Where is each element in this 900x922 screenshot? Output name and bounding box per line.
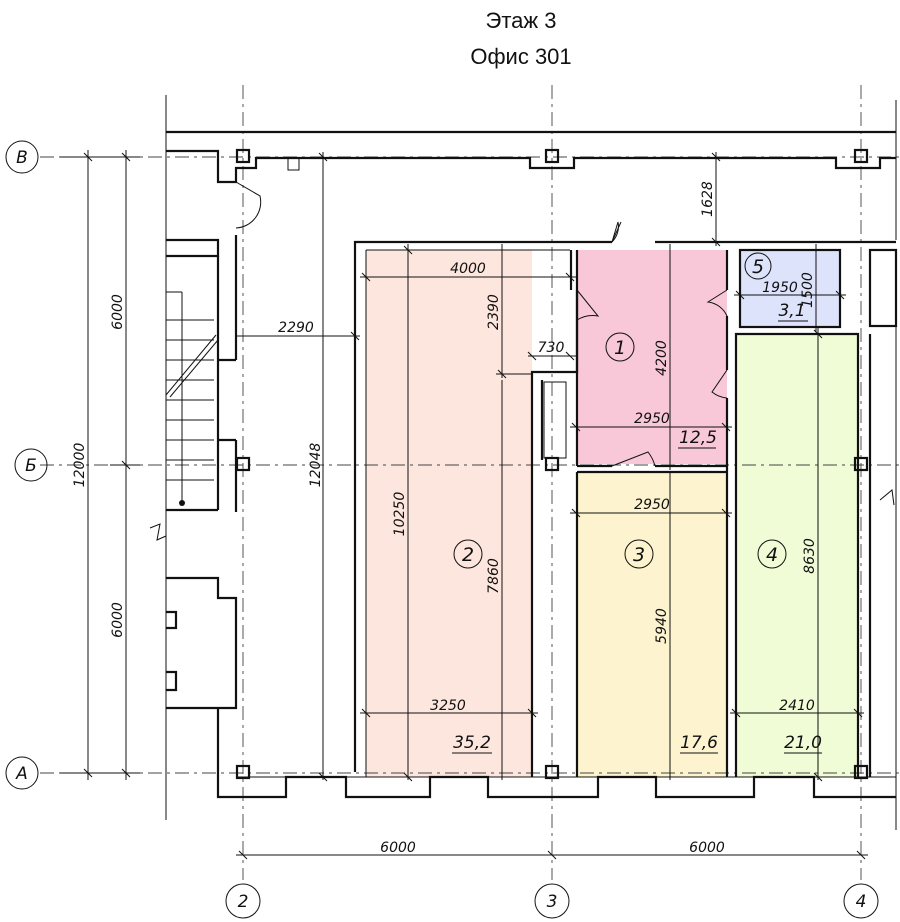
room-3-number: 3	[633, 544, 645, 566]
dim-room2-top: 4000	[450, 261, 486, 277]
room-5-area: 3,1	[778, 301, 805, 321]
dim-room2-height: 10250	[392, 492, 408, 537]
room-fills	[366, 250, 858, 777]
dim-bottom-span-2: 6000	[689, 840, 725, 856]
dim-room3-width: 2950	[634, 497, 670, 513]
axis-grid	[40, 85, 900, 880]
room-1-area: 12,5	[679, 428, 717, 448]
dim-room3-height: 5940	[654, 608, 670, 644]
dim-room1-height: 4200	[654, 340, 670, 376]
dim-room4-height: 8630	[802, 538, 818, 574]
walls	[165, 95, 898, 830]
dim-left-lower: 6000	[110, 602, 126, 638]
room-4-fill	[736, 334, 858, 777]
dim-room2-bottom: 3250	[430, 698, 466, 714]
doors	[235, 181, 895, 506]
room-1-fill	[577, 250, 727, 464]
dim-door-offset: 730	[538, 340, 565, 356]
room-3-fill	[577, 472, 727, 777]
staircase	[149, 291, 219, 541]
floor-title: Этаж 3	[486, 8, 557, 33]
room-2-area: 35,2	[453, 733, 491, 753]
room-areas: 12,5 35,2 17,6 21,0 3,1	[452, 301, 822, 754]
columns	[235, 148, 869, 780]
room-5-number: 5	[752, 256, 764, 278]
dim-left-upper: 6000	[110, 294, 126, 330]
axis-col-4: 4	[856, 892, 867, 912]
room-4-number: 4	[766, 544, 778, 566]
room-5-fill	[740, 250, 840, 327]
dim-room5-height: 1500	[800, 272, 816, 308]
room-4-area: 21,0	[784, 733, 822, 753]
room-2-number: 2	[462, 544, 474, 566]
axis-col-3: 3	[547, 892, 558, 912]
dim-room2-inner: 7860	[486, 558, 502, 594]
dimension-labels: 12000 6000 6000 12048 2290 4000 2390 102…	[72, 181, 818, 856]
room-2-fill	[366, 250, 532, 777]
room-numbers: 1 2 3 4 5	[453, 252, 787, 569]
axis-col-2: 2	[238, 892, 249, 912]
dim-corridor-width: 2290	[278, 320, 314, 336]
dim-bottom-span-1: 6000	[380, 840, 416, 856]
axis-markers: В Б А 2 3 4	[5, 140, 879, 919]
axis-row-v: В	[16, 148, 28, 168]
office-title: Офис 301	[470, 44, 571, 69]
dim-corridor-height: 12048	[308, 443, 324, 488]
dimension-lines	[60, 150, 868, 860]
dim-room2-offset: 2390	[486, 294, 502, 330]
axis-row-b: Б	[25, 456, 37, 476]
room-3-area: 17,6	[680, 733, 718, 753]
dim-room4-width: 2410	[779, 698, 815, 714]
axis-row-a: А	[15, 764, 28, 784]
dim-top-offset: 1628	[700, 181, 716, 217]
dim-room1-width: 2950	[634, 411, 670, 427]
room-1-number: 1	[614, 337, 626, 359]
dim-room5-width: 1950	[762, 280, 798, 296]
dim-left-total: 12000	[72, 443, 88, 488]
